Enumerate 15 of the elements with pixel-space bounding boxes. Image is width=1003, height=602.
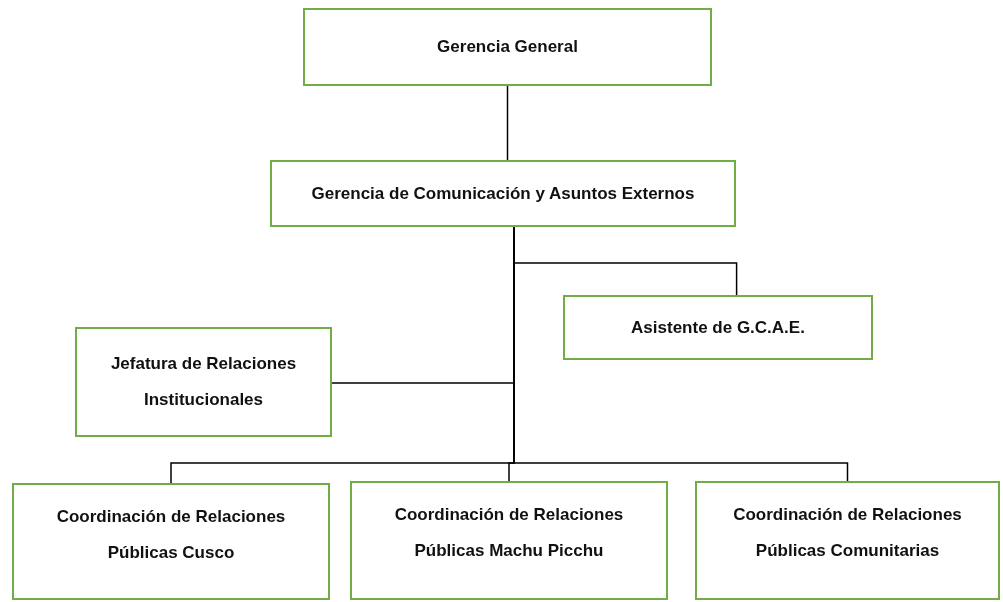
position-title: Asistente de G.C.A.E. (630, 316, 806, 339)
org-box (563, 295, 873, 360)
position-title: Coordinación de Relaciones Públicas Machu Picchu (393, 504, 625, 562)
org-box (350, 481, 668, 600)
connector-line (506, 85, 509, 161)
position-title: Coordinación de Relaciones Públicas Comunitarias (732, 504, 963, 562)
org-box (12, 483, 330, 600)
org-box (695, 481, 1000, 600)
position-title: Gerencia de Comunicación y Asuntos Externos (310, 182, 696, 205)
org-box (303, 8, 712, 86)
org-box (75, 327, 332, 437)
position-title: Jefatura de Relaciones Institucionales (109, 353, 298, 411)
org-box (270, 160, 736, 227)
position-title: Coordinación de Relaciones Públicas Cusco (55, 506, 287, 564)
position-title: Gerencia General (436, 36, 579, 58)
